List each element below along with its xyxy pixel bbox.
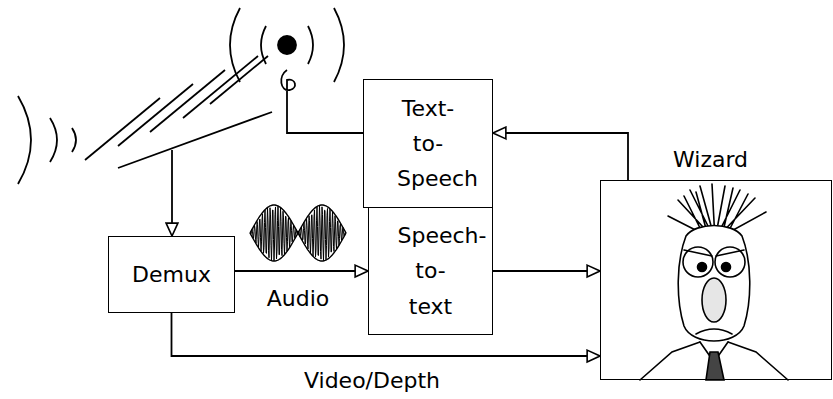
process-box: Text-to- Speech <box>363 79 493 208</box>
antenna-element <box>85 98 160 160</box>
head <box>678 226 750 342</box>
wave-arc <box>308 26 313 64</box>
wave-arc <box>18 96 31 184</box>
pupil <box>722 263 731 272</box>
waveform-carrier <box>250 206 346 261</box>
antenna-dot <box>278 36 296 54</box>
antenna-feed <box>171 150 173 236</box>
broadcast-antenna <box>230 8 363 133</box>
node-label: Text-to- Speech <box>397 91 459 197</box>
yagi-antenna <box>85 56 272 236</box>
node-label: Demux <box>132 257 211 292</box>
waveform-envelope <box>250 233 346 261</box>
wizard-box: Wizard <box>600 180 832 380</box>
text-arrow <box>493 270 600 272</box>
wave-arc <box>261 26 266 64</box>
node-heading: Wizard <box>673 147 748 173</box>
nose <box>702 278 726 322</box>
edge-label: Audio <box>264 286 333 312</box>
radio-waves <box>18 96 76 184</box>
tie <box>706 352 724 380</box>
speech-arrow <box>493 133 628 180</box>
antenna-boom <box>118 112 272 168</box>
waveform-envelope <box>250 205 346 233</box>
pupil <box>698 263 707 272</box>
wave-arc <box>72 128 76 152</box>
audio-waveform <box>250 205 346 261</box>
antenna-element <box>183 56 258 118</box>
process-box: Demux <box>108 236 235 313</box>
wave-arc <box>334 8 344 82</box>
mouth <box>696 329 732 334</box>
audio-arrow <box>235 270 368 272</box>
wave-arc <box>50 118 57 162</box>
shoulders <box>640 342 788 380</box>
antenna-element <box>118 84 193 146</box>
process-box: Speech- to-text <box>368 207 493 336</box>
wizard-illustration <box>640 184 788 380</box>
antenna-feed <box>281 70 363 133</box>
wave-arc <box>230 8 240 82</box>
edge-label: Video/Depth <box>301 368 443 394</box>
brow <box>684 250 744 256</box>
node-label: Speech- to-text <box>398 218 464 324</box>
